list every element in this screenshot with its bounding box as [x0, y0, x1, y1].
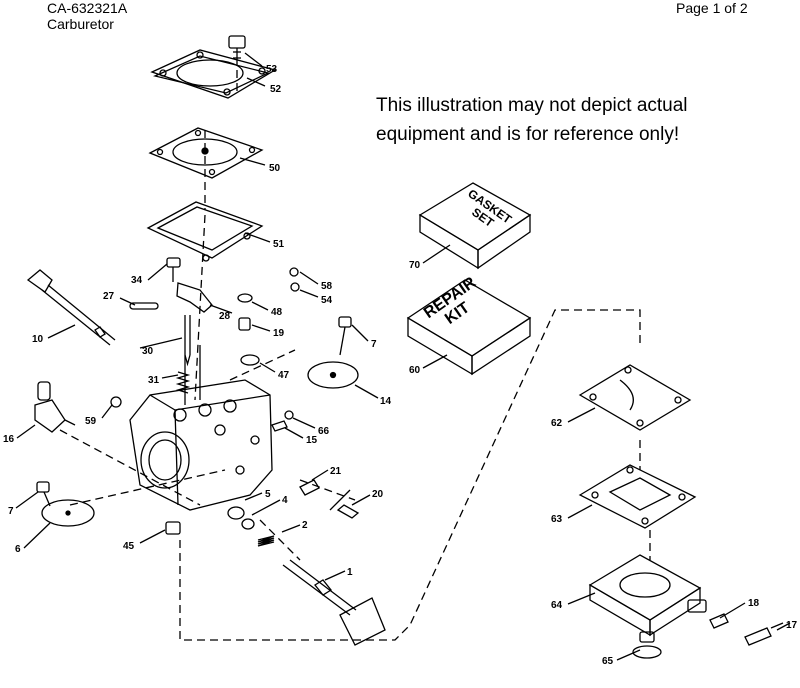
part-label: 20: [372, 489, 384, 500]
part-label: 53: [266, 64, 278, 75]
part-58: [289, 267, 299, 277]
fitting-16: [34, 381, 76, 433]
part-label: 65: [602, 656, 614, 667]
pin-27: [129, 302, 159, 310]
screw-18: [709, 613, 729, 629]
part-label: 1: [347, 567, 353, 578]
part-label: 47: [278, 370, 290, 381]
gasket-set-text: GASKET SET: [465, 186, 515, 230]
part-54: [290, 282, 300, 292]
leader-lines: [15, 52, 791, 661]
part-label: 10: [32, 334, 44, 345]
part-label: 31: [148, 375, 160, 386]
part-label: 17: [786, 620, 798, 631]
part-label: 70: [409, 260, 421, 271]
gasket-51: [146, 201, 264, 262]
part-label: 54: [321, 295, 333, 306]
spring-31: [175, 371, 191, 394]
part-label: 2: [302, 520, 308, 531]
document-id: CA-632321A: [47, 0, 128, 16]
part-label: 48: [271, 307, 283, 318]
part-label: 34: [131, 275, 143, 286]
page-number: Page 1 of 2: [676, 0, 748, 16]
screw-34: [166, 257, 181, 282]
part-label: 28: [219, 311, 231, 322]
carburetor-body: [129, 345, 273, 511]
part-label: 5: [265, 489, 271, 500]
shaft-1: [282, 559, 386, 646]
screw-7-left: [36, 481, 51, 507]
part-label: 21: [330, 466, 342, 477]
gasket-set-box: [418, 182, 532, 270]
part-label: 7: [8, 506, 14, 517]
part-label: 64: [551, 600, 563, 611]
part-label: 63: [551, 514, 563, 525]
part-15: [271, 420, 288, 432]
lever-28: [176, 282, 213, 313]
needle-30: [184, 315, 191, 367]
disclaimer-line-2: equipment and is for reference only!: [376, 124, 680, 145]
part-label: 52: [270, 84, 282, 95]
part-4: [241, 518, 255, 530]
part-label: 62: [551, 418, 563, 429]
part-label: 59: [85, 416, 97, 427]
welch-plug-14: [307, 361, 359, 389]
disk-6: [41, 499, 95, 527]
gasket-62: [578, 364, 692, 431]
cover-plate: [150, 49, 277, 99]
part-label: 19: [273, 328, 285, 339]
part-66: [284, 410, 294, 420]
plug-7-top: [338, 316, 352, 356]
part-5: [227, 506, 245, 520]
disclaimer-line-1: This illustration may not depict actual: [376, 95, 688, 116]
part-19: [238, 317, 251, 331]
part-48: [237, 293, 253, 303]
part-label: 15: [306, 435, 318, 446]
screw-65: [632, 631, 662, 659]
throttle-shaft-10: [26, 269, 116, 346]
part-label: 14: [380, 396, 392, 407]
repair-kit-text: REPAIR KIT: [421, 274, 480, 328]
screw-59: [110, 396, 122, 408]
part-label: 45: [123, 541, 135, 552]
part-label: 18: [748, 598, 760, 609]
document-title: Carburetor: [47, 16, 114, 32]
screw-53: [228, 35, 246, 66]
part-label: 30: [142, 346, 154, 357]
repair-kit-box: [406, 279, 532, 376]
part-label: 7: [371, 339, 377, 350]
pump-body-64: [588, 554, 707, 637]
part-label: 4: [282, 495, 288, 506]
part-47: [240, 354, 260, 366]
part-label: 50: [269, 163, 281, 174]
screw-21: [299, 479, 320, 496]
part-45: [165, 521, 181, 535]
spring-2: [257, 535, 275, 547]
dashed-reference-lines: [59, 70, 651, 641]
disclaimer-note: This illustration may not depict actual …: [376, 91, 688, 149]
part-label: 66: [318, 426, 330, 437]
diaphragm-63: [578, 464, 697, 529]
part-number-labels: 53 52 50 51 58 54 48 19 47 7 14 66 15 34…: [3, 64, 798, 667]
part-label: 58: [321, 281, 333, 292]
part-label: 16: [3, 434, 15, 445]
diaphragm-50: [148, 127, 264, 179]
part-label: 60: [409, 365, 421, 376]
part-label: 6: [15, 544, 21, 555]
screw-20: [329, 489, 360, 519]
part-label: 27: [103, 291, 115, 302]
needle-17: [744, 622, 784, 646]
part-label: 51: [273, 239, 285, 250]
